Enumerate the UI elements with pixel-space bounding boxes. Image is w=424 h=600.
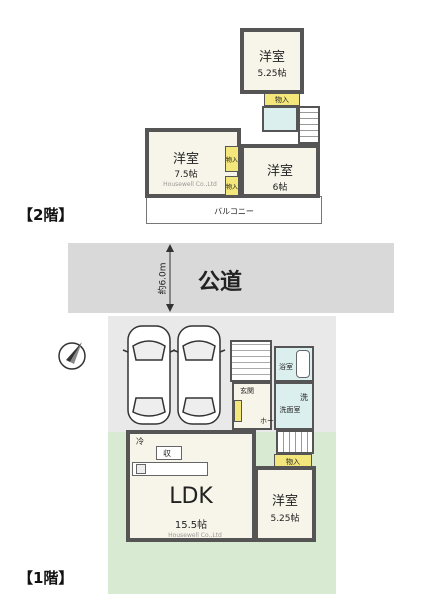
closet-upper-label: 物入 [275, 96, 289, 104]
road-label: 公道 [197, 270, 242, 295]
watermark-1f: Housewell Co.,Ltd [168, 532, 222, 539]
room-western-5-25-upper-name: 洋室 [258, 50, 285, 65]
storage-label: 収 [163, 449, 171, 458]
entrance-label: 玄関 [240, 387, 254, 395]
closet-1f-label: 物入 [286, 458, 300, 466]
public-road [68, 243, 394, 313]
washer-label: 洗 [300, 393, 308, 402]
stairs-2f [298, 106, 320, 144]
kitchen-counter [132, 462, 208, 476]
balcony-label: バルコニー [214, 207, 254, 216]
bathroom-label: 浴室 [279, 363, 293, 371]
closet-middle-1 [225, 146, 239, 172]
car-icon-left [122, 325, 176, 425]
bathtub-icon [296, 350, 310, 378]
room-western-7-5-size: 7.5帖 [174, 170, 198, 180]
fridge-label: 冷 [136, 437, 144, 446]
ldk [126, 430, 256, 542]
room-western-6-size: 6帖 [272, 183, 288, 193]
room-western-5-25-lower-size: 5.25帖 [270, 514, 300, 524]
hall-label: ホール [260, 417, 281, 425]
ldk-name: LDK [169, 484, 213, 509]
room-western-6 [240, 144, 320, 198]
floor2-tag: 【2階】 [18, 206, 74, 224]
room-western-7-5-name: 洋室 [172, 152, 199, 167]
shoe-closet [234, 400, 242, 422]
washroom-label: 洗面室 [279, 406, 301, 414]
stove-icon [136, 464, 146, 474]
closet-middle-2 [225, 176, 239, 196]
room-western-5-25-upper-size: 5.25帖 [257, 69, 287, 79]
closet-middle-1-label: 物入 [225, 157, 238, 164]
storage-box [156, 446, 182, 460]
toilet-2f [262, 106, 298, 132]
entry-stairs-1f [230, 340, 272, 382]
car-icon-right [172, 325, 226, 425]
closet-middle-2-label: 物入 [225, 184, 238, 191]
room-western-5-25-lower-name: 洋室 [271, 494, 298, 509]
watermark-2f: Housewell Co.,Ltd [163, 181, 217, 188]
room-western-6-name: 洋室 [266, 164, 293, 179]
floor1-tag: 【1階】 [18, 569, 74, 587]
washroom [274, 382, 314, 430]
room-western-5-25-upper [240, 28, 304, 94]
stairs-1f [276, 430, 314, 454]
ldk-size: 15.5帖 [174, 520, 208, 531]
room-western-5-25-lower [254, 466, 316, 542]
closet-upper [264, 93, 300, 106]
